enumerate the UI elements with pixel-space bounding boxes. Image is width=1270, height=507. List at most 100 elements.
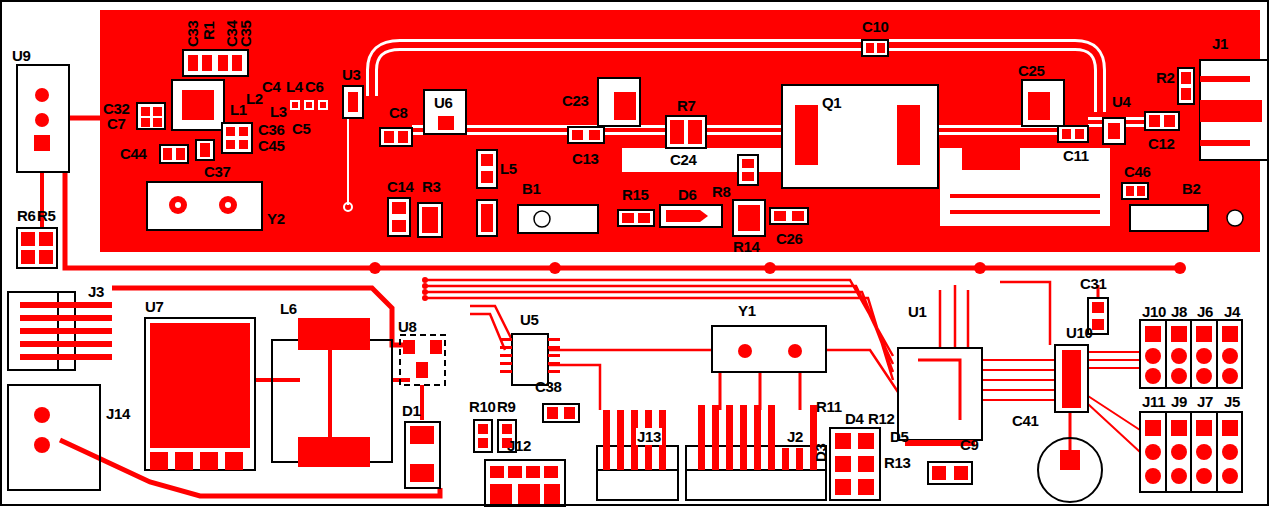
- board-components-shape: [1171, 348, 1187, 364]
- part-designator: R11: [816, 398, 842, 415]
- board-components-shape: [796, 448, 803, 470]
- part-designator: R9: [497, 398, 516, 415]
- rf-components-shape: [1130, 205, 1208, 231]
- rf-components-shape: [348, 92, 358, 112]
- rf-components-shape: [866, 43, 874, 53]
- rf-components-shape: [175, 202, 181, 208]
- board-components-shape: [835, 433, 851, 449]
- rf-components-shape: [202, 55, 212, 71]
- rf-components-shape: [782, 85, 938, 188]
- rf-components-shape: [534, 211, 550, 227]
- part-designator: C32: [103, 100, 130, 117]
- board-components-shape: [1222, 468, 1238, 484]
- rf-components-shape: [392, 220, 406, 232]
- part-designator: C24: [670, 151, 697, 168]
- board-components-shape: [175, 452, 193, 470]
- board-components-shape: [410, 426, 434, 444]
- rf-components-shape: [666, 210, 708, 222]
- part-designator: U6: [434, 94, 453, 111]
- rf-components-shape: [1108, 123, 1120, 139]
- part-designator: J4: [1224, 303, 1240, 320]
- copper-traces-shape: [422, 295, 428, 301]
- rf-components-shape: [1178, 68, 1194, 104]
- part-designator: R12: [868, 410, 895, 427]
- copper-traces-shape: [764, 262, 776, 274]
- part-designator: C10: [862, 18, 889, 35]
- rf-components-shape: [1181, 72, 1191, 84]
- part-designator: J9: [1171, 393, 1187, 410]
- board-components-shape: [1216, 320, 1218, 388]
- part-designator: U3: [342, 66, 361, 83]
- part-designator: R14: [733, 238, 760, 255]
- part-designator: C13: [572, 150, 599, 167]
- part-designator: J7: [1197, 393, 1213, 410]
- copper-traces-shape: [974, 262, 986, 274]
- rf-components-shape: [795, 105, 818, 165]
- board-components-shape: [518, 484, 540, 504]
- part-designator: C8: [389, 104, 408, 121]
- rf-components-shape: [226, 140, 235, 149]
- board-components-shape: [835, 456, 851, 472]
- rf-components-shape: [188, 55, 198, 71]
- rf-components-shape: [1164, 115, 1175, 127]
- part-designator: U7: [145, 298, 164, 315]
- rf-components-shape: [147, 182, 262, 230]
- part-designator: C11: [1063, 147, 1089, 164]
- board-components-shape: [490, 466, 504, 478]
- board-components-shape: [20, 315, 112, 321]
- board-components-shape: [1196, 420, 1212, 436]
- rf-components-shape: [1137, 186, 1145, 196]
- rf-components-shape: [1103, 118, 1125, 144]
- part-designator: C23: [562, 92, 589, 109]
- part-designator: C45: [258, 137, 285, 154]
- copper-traces-shape: [1088, 352, 1140, 452]
- board-components-shape: [1196, 326, 1212, 342]
- board-components-shape: [34, 437, 50, 453]
- rf-components-shape: [897, 105, 920, 165]
- rf-ground-plane-shape: [372, 45, 1100, 112]
- rf-components-shape: [392, 202, 406, 214]
- board-components-shape: [1145, 468, 1161, 484]
- copper-traces-shape: [982, 360, 1055, 400]
- board-components-shape: [1145, 368, 1161, 384]
- part-designator: C4: [262, 78, 281, 95]
- rf-ground-plane-shape: [940, 148, 1110, 226]
- rf-components-shape: [1227, 210, 1243, 226]
- rf-components-shape: [518, 205, 598, 233]
- board-components-shape: [1196, 468, 1212, 484]
- board-components-shape: [782, 448, 789, 470]
- board-components-shape: [1171, 468, 1187, 484]
- rf-components-shape: [418, 203, 442, 237]
- rf-components-shape: [163, 148, 172, 160]
- board-components-shape: [954, 466, 968, 480]
- board-components-shape: [1222, 444, 1238, 460]
- rf-ground-plane-shape: [100, 10, 1260, 252]
- board-components-shape: [500, 362, 512, 365]
- part-designator: L2: [246, 90, 263, 107]
- rf-components-shape: [141, 107, 150, 116]
- part-designator: C26: [776, 230, 803, 247]
- board-components-shape: [1196, 368, 1212, 384]
- copper-traces-shape: [940, 282, 1050, 348]
- board-components-shape: [20, 341, 112, 347]
- part-designator: D5: [890, 428, 909, 445]
- rf-components-shape: [1181, 88, 1191, 100]
- part-designator: U9: [12, 47, 31, 64]
- part-designator: D3: [812, 443, 829, 462]
- part-designator: C35: [237, 20, 254, 47]
- part-designator: R3: [422, 178, 441, 195]
- rf-components-shape: [666, 116, 706, 148]
- part-designator: R8: [712, 183, 731, 200]
- board-components-shape: [1171, 368, 1187, 384]
- rf-components-shape: [292, 102, 298, 108]
- rf-components-shape: [614, 92, 636, 120]
- board-components-shape: [1140, 412, 1242, 492]
- copper-traces-shape: [470, 306, 512, 350]
- part-designator: D1: [402, 402, 421, 419]
- board-components-shape: [768, 405, 775, 470]
- board-components-shape: [1171, 444, 1187, 460]
- part-designator: J6: [1197, 303, 1213, 320]
